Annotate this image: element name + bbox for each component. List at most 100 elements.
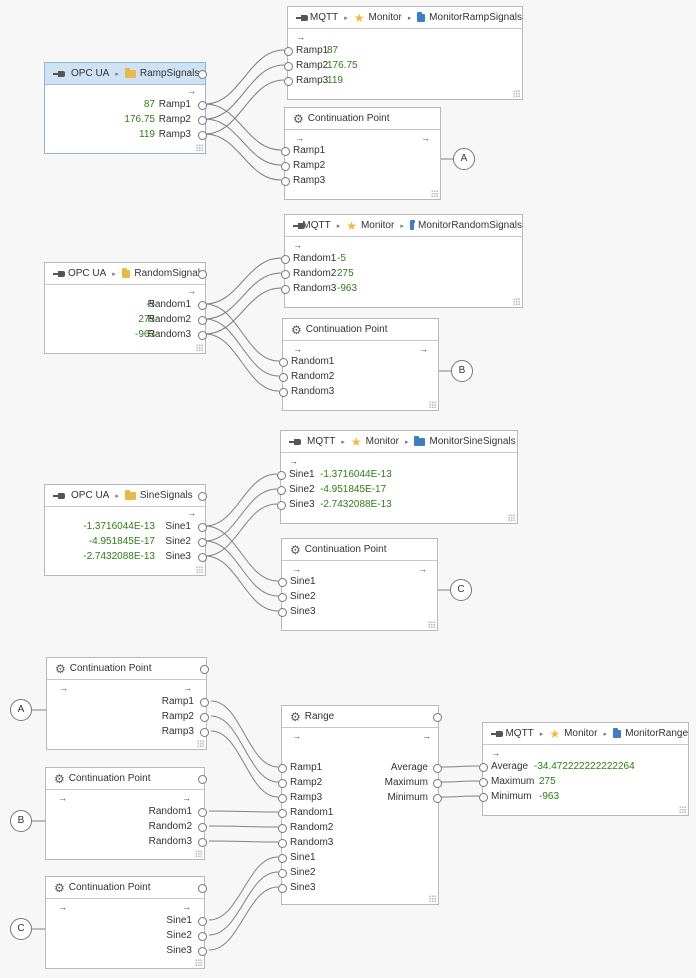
range-input-port[interactable] bbox=[278, 884, 287, 893]
signal-output-port[interactable] bbox=[198, 101, 207, 110]
node-header[interactable]: ⚙Range bbox=[282, 706, 438, 728]
node-header[interactable]: ⚙Continuation Point bbox=[282, 539, 437, 561]
mqtt-monitor-node[interactable]: MQTT▸★Monitor▸MonitorSineSignals→Sine1-1… bbox=[277, 430, 518, 524]
connection-wire[interactable] bbox=[204, 525, 279, 582]
continuation-marker[interactable]: C bbox=[450, 579, 472, 601]
connection-wire[interactable] bbox=[204, 272, 282, 320]
resize-handle[interactable] bbox=[196, 566, 203, 573]
monitor-input-port[interactable] bbox=[479, 778, 488, 787]
connection-wire[interactable] bbox=[210, 730, 279, 798]
continuation-marker[interactable]: A bbox=[453, 148, 475, 170]
monitor-input-port[interactable] bbox=[277, 486, 286, 495]
continuation-output-port[interactable] bbox=[200, 698, 209, 707]
resize-handle[interactable] bbox=[513, 298, 520, 305]
continuation-input-port[interactable] bbox=[279, 373, 288, 382]
resize-handle[interactable] bbox=[431, 190, 438, 197]
range-input-port[interactable] bbox=[278, 869, 287, 878]
resize-handle[interactable] bbox=[197, 740, 204, 747]
continuation-marker[interactable]: C bbox=[10, 918, 32, 940]
connection-wire[interactable] bbox=[204, 318, 280, 377]
continuation-input-port[interactable] bbox=[278, 608, 287, 617]
connection-wire[interactable] bbox=[208, 856, 279, 921]
continuation-output-port[interactable] bbox=[198, 838, 207, 847]
signal-output-port[interactable] bbox=[198, 538, 207, 547]
connection-wire[interactable] bbox=[204, 540, 279, 597]
resize-handle[interactable] bbox=[679, 806, 686, 813]
node-header[interactable]: OPC UA▸RampSignals bbox=[45, 63, 205, 85]
monitor-input-port[interactable] bbox=[479, 763, 488, 772]
resize-handle[interactable] bbox=[196, 344, 203, 351]
continuation-input-port[interactable] bbox=[279, 358, 288, 367]
continuation-input-port[interactable] bbox=[281, 162, 290, 171]
connection-wire[interactable] bbox=[439, 795, 480, 798]
range-output-port[interactable] bbox=[433, 779, 442, 788]
monitor-input-port[interactable] bbox=[284, 62, 293, 71]
node-output-port[interactable] bbox=[198, 884, 207, 893]
range-output-port[interactable] bbox=[433, 794, 442, 803]
mqtt-monitor-node[interactable]: MQTT▸★Monitor▸MonitorRange→Average-34.47… bbox=[479, 722, 689, 816]
node-header[interactable]: ⚙Continuation Point bbox=[46, 877, 204, 899]
node-header[interactable]: OPC UA▸RandomSignals bbox=[45, 263, 205, 285]
connection-wire[interactable] bbox=[204, 64, 285, 120]
continuation-output-port[interactable] bbox=[198, 808, 207, 817]
signal-output-port[interactable] bbox=[198, 331, 207, 340]
node-output-port[interactable] bbox=[198, 270, 207, 279]
signal-output-port[interactable] bbox=[198, 116, 207, 125]
resize-handle[interactable] bbox=[195, 959, 202, 966]
connection-wire[interactable] bbox=[210, 700, 279, 768]
continuation-output-port[interactable] bbox=[200, 728, 209, 737]
signal-output-port[interactable] bbox=[198, 301, 207, 310]
connection-wire[interactable] bbox=[208, 840, 279, 843]
connection-wire[interactable] bbox=[204, 287, 282, 335]
node-header[interactable]: MQTT▸★Monitor▸MonitorSineSignals bbox=[281, 431, 517, 453]
connection-wire[interactable] bbox=[204, 473, 278, 527]
resize-handle[interactable] bbox=[513, 90, 520, 97]
mqtt-monitor-node[interactable]: MQTT▸★Monitor▸MonitorRandomSignals→Rando… bbox=[281, 214, 523, 308]
node-header[interactable]: ⚙Continuation Point bbox=[283, 319, 438, 341]
continuation-input-port[interactable] bbox=[278, 578, 287, 587]
continuation-marker[interactable]: A bbox=[10, 699, 32, 721]
range-input-port[interactable] bbox=[278, 809, 287, 818]
node-output-port[interactable] bbox=[433, 713, 442, 722]
range-input-port[interactable] bbox=[278, 839, 287, 848]
node-header[interactable]: MQTT▸★Monitor▸MonitorRampSignals bbox=[288, 7, 522, 29]
connection-wire[interactable] bbox=[204, 503, 278, 557]
connection-wire[interactable] bbox=[208, 886, 279, 951]
resize-handle[interactable] bbox=[195, 850, 202, 857]
resize-handle[interactable] bbox=[196, 144, 203, 151]
connection-wire[interactable] bbox=[208, 871, 279, 936]
range-output-port[interactable] bbox=[433, 764, 442, 773]
node-header[interactable]: ⚙Continuation Point bbox=[46, 768, 204, 790]
range-input-port[interactable] bbox=[278, 794, 287, 803]
connection-wire[interactable] bbox=[204, 79, 285, 135]
continuation-input-port[interactable] bbox=[281, 177, 290, 186]
continuation-input-port[interactable] bbox=[279, 388, 288, 397]
continuation-input-port[interactable] bbox=[281, 147, 290, 156]
connection-wire[interactable] bbox=[210, 715, 279, 783]
monitor-input-port[interactable] bbox=[281, 285, 290, 294]
monitor-input-port[interactable] bbox=[277, 471, 286, 480]
range-input-port[interactable] bbox=[278, 824, 287, 833]
continuation-input-port[interactable] bbox=[278, 593, 287, 602]
continuation-marker[interactable]: B bbox=[10, 810, 32, 832]
resize-handle[interactable] bbox=[429, 401, 436, 408]
resize-handle[interactable] bbox=[428, 621, 435, 628]
connection-wire[interactable] bbox=[204, 555, 279, 612]
connection-wire[interactable] bbox=[204, 303, 280, 362]
node-output-port[interactable] bbox=[198, 70, 207, 79]
signal-output-port[interactable] bbox=[198, 316, 207, 325]
signal-output-port[interactable] bbox=[198, 553, 207, 562]
connection-wire[interactable] bbox=[204, 118, 282, 166]
resize-handle[interactable] bbox=[508, 514, 515, 521]
monitor-input-port[interactable] bbox=[281, 270, 290, 279]
node-header[interactable]: MQTT▸★Monitor▸MonitorRandomSignals bbox=[285, 215, 522, 237]
range-input-port[interactable] bbox=[278, 779, 287, 788]
